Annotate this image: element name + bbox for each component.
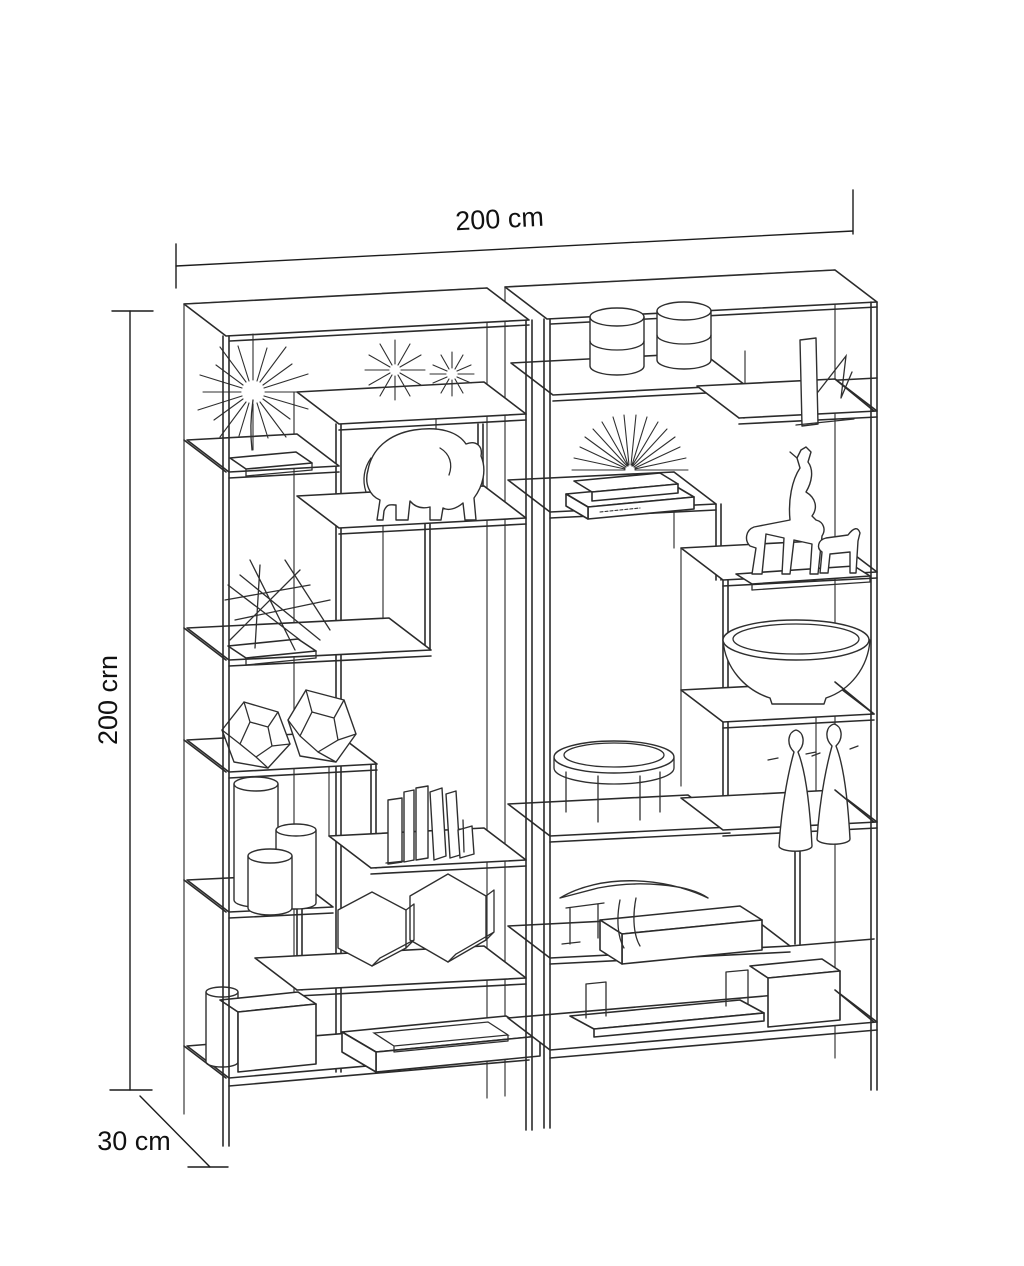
width-dimension-label: 200 cm [455, 202, 545, 237]
front-posts [222, 301, 878, 1147]
right-module [507, 301, 878, 1059]
dimension-width: 200 cm [175, 189, 854, 289]
conical-bottles [767, 723, 859, 852]
dimension-height: 200 crn [93, 310, 154, 1091]
star-ornaments [364, 339, 475, 401]
side-rails [183, 378, 875, 1079]
tray-with-handles [569, 969, 765, 1038]
dimension-depth: 30 cm [97, 1095, 229, 1168]
top-frame [183, 269, 878, 342]
horn-sculpture-on-box [559, 880, 763, 965]
elephant-figurine [363, 428, 485, 521]
wire-sculpture [224, 559, 331, 666]
depth-dimension-label: 30 cm [97, 1126, 171, 1156]
left-module [186, 333, 541, 1087]
round-lidded-boxes [589, 301, 712, 376]
round-wire-tray [553, 740, 675, 823]
shelf [296, 381, 527, 425]
pillar-candles [233, 776, 317, 916]
recessed-tray [341, 1015, 541, 1073]
metal-bookend-sculpture [795, 337, 855, 427]
stacked-books-with-air-plant [565, 414, 695, 520]
small-gift-box [749, 958, 841, 1028]
height-dimension-label: 200 crn [93, 655, 123, 745]
giraffe-and-horse-figurines [735, 446, 871, 591]
storage-box [219, 991, 317, 1073]
decorative-bowl [722, 619, 871, 705]
faceted-gem-objects [221, 689, 357, 769]
books-with-bookends [385, 785, 475, 865]
hexagonal-gem-sculptures [337, 873, 495, 967]
shelf [696, 378, 878, 419]
